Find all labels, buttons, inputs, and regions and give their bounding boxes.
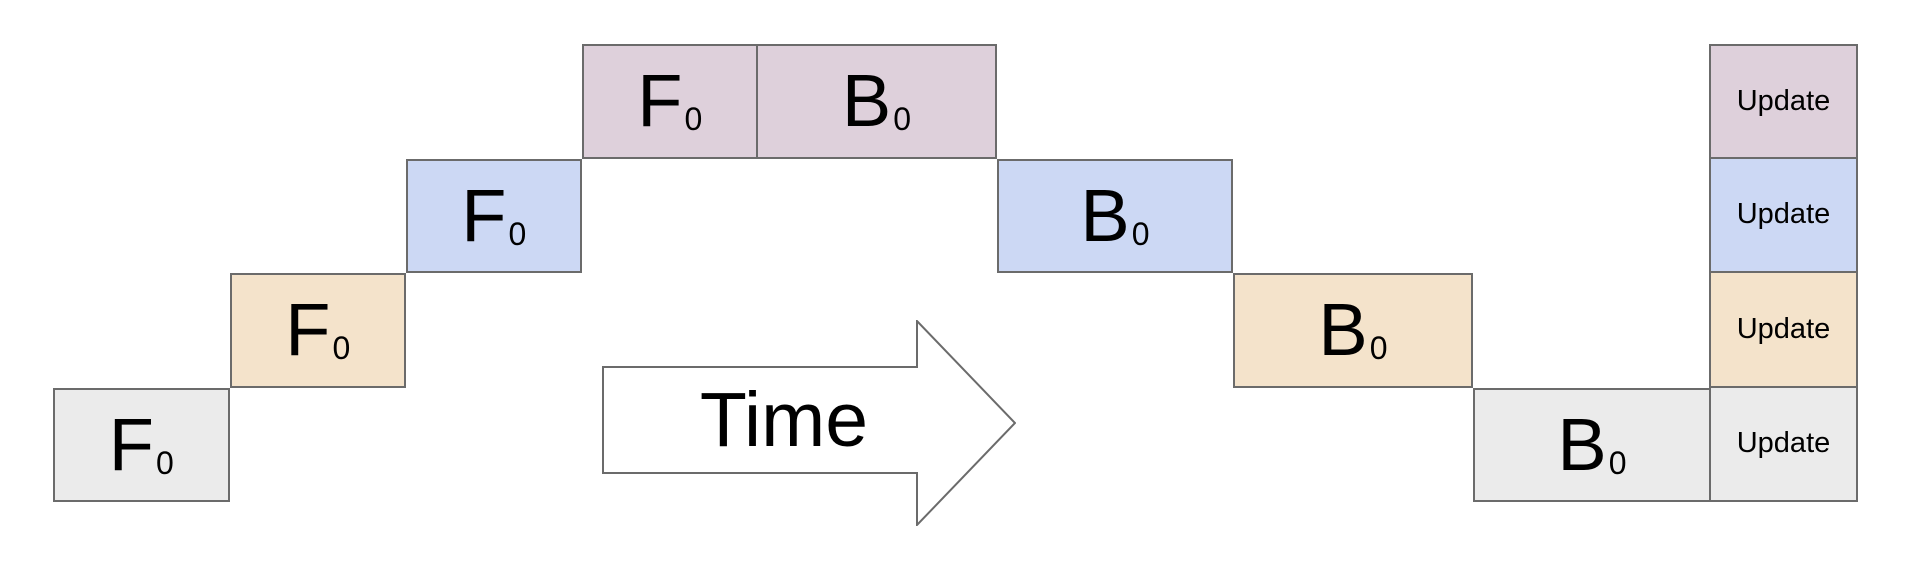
block-update-stage2-tan-label: Update <box>1736 312 1831 345</box>
block-update-stage3-blue: Update <box>1709 156 1858 273</box>
block-update-stage2-tan: Update <box>1709 271 1858 388</box>
time-arrow-icon <box>602 320 1016 526</box>
block-update-stage1-gray: Update <box>1709 385 1858 502</box>
block-b0-stage4-pink-label: B0 <box>841 59 912 143</box>
time-arrow-shape <box>602 320 1016 526</box>
block-f0-stage3-blue: F0 <box>406 158 582 273</box>
block-update-stage4-pink-label: Update <box>1736 84 1831 117</box>
block-b0-stage3-blue-label: B0 <box>1080 173 1150 257</box>
block-b0-stage2-tan: B0 <box>1233 273 1473 388</box>
block-update-stage3-blue-label: Update <box>1736 198 1831 231</box>
block-f0-stage2-tan: F0 <box>229 273 406 388</box>
block-update-stage4-pink: Update <box>1709 44 1858 159</box>
block-update-stage1-gray-label: Update <box>1736 427 1831 460</box>
block-b0-stage3-blue: B0 <box>997 158 1233 273</box>
block-f0-stage1-gray: F0 <box>53 387 230 502</box>
block-b0-stage4-pink: B0 <box>756 44 997 159</box>
block-f0-stage1-gray-label: F0 <box>108 402 174 486</box>
block-b0-stage1-gray: B0 <box>1473 387 1711 502</box>
block-b0-stage2-tan-label: B0 <box>1318 288 1388 372</box>
block-f0-stage4-pink: F0 <box>581 44 758 159</box>
block-f0-stage2-tan-label: F0 <box>285 288 351 372</box>
block-f0-stage3-blue-label: F0 <box>461 173 527 257</box>
time-arrow-label: Time <box>699 376 869 463</box>
block-b0-stage1-gray-label: B0 <box>1557 402 1627 486</box>
block-f0-stage4-pink-label: F0 <box>637 59 703 143</box>
